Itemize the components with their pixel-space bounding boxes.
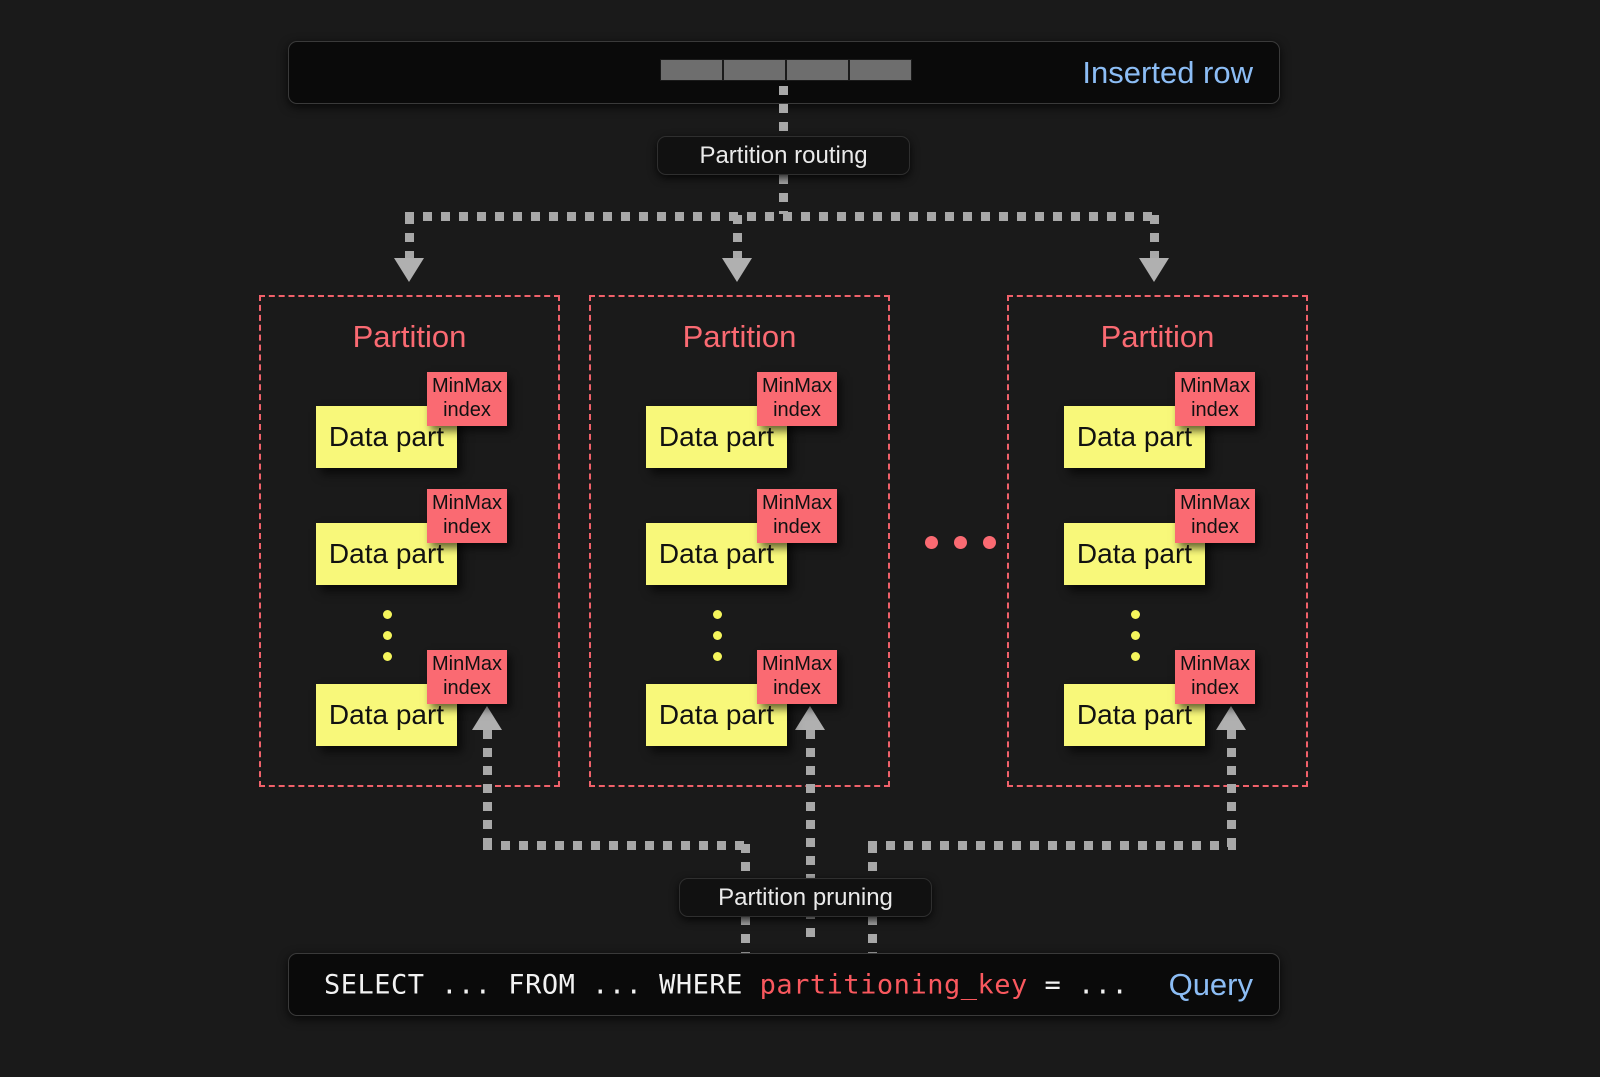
partition-1: Partition MinMax index Data part MinMax … xyxy=(259,295,560,787)
data-part-label: Data part xyxy=(1076,538,1193,569)
minmax-index-box: MinMax index xyxy=(427,650,507,704)
data-part-ellipsis xyxy=(713,610,722,661)
arrow-out-of-partition-3 xyxy=(1216,706,1246,730)
connector-prune-bus-right xyxy=(868,841,1236,850)
connector-prune-bus-left xyxy=(483,841,750,850)
row-cell xyxy=(660,59,723,81)
query-bar: SELECT ... FROM ... WHERE partitioning_k… xyxy=(288,953,1280,1016)
minmax-index-label: MinMax index xyxy=(761,653,832,699)
data-part-box: Data part xyxy=(316,406,457,468)
query-suffix: = ... xyxy=(1027,969,1129,1000)
data-part-label: Data part xyxy=(658,421,775,452)
query-prefix: SELECT ... FROM ... WHERE xyxy=(324,969,760,1000)
data-part-ellipsis xyxy=(1131,610,1140,661)
partition-ellipsis xyxy=(925,536,996,549)
query-label: Query xyxy=(1168,966,1253,1002)
connector-prune-up-1 xyxy=(483,730,492,849)
inserted-row-cells xyxy=(660,59,912,81)
data-part-label: Data part xyxy=(658,538,775,569)
minmax-index-box: MinMax index xyxy=(757,372,837,426)
arrow-into-partition-1 xyxy=(394,258,424,282)
arrow-into-partition-2 xyxy=(722,258,752,282)
partition-title: Partition xyxy=(1100,319,1215,354)
partition-pruning-box: Partition pruning xyxy=(679,878,932,917)
partition-3: Partition MinMax index Data part MinMax … xyxy=(1007,295,1308,787)
data-part-label: Data part xyxy=(328,699,445,730)
partition-routing-label: Partition routing xyxy=(699,141,868,169)
partition-pruning-label: Partition pruning xyxy=(718,883,893,911)
connector-routing-bus xyxy=(405,212,1158,221)
minmax-index-label: MinMax index xyxy=(761,492,832,538)
connector-routing-drop-1 xyxy=(405,215,414,260)
minmax-index-box: MinMax index xyxy=(1175,489,1255,543)
minmax-index-box: MinMax index xyxy=(1175,650,1255,704)
minmax-index-label: MinMax index xyxy=(431,653,502,699)
data-part-label: Data part xyxy=(1076,421,1193,452)
minmax-index-box: MinMax index xyxy=(427,372,507,426)
data-part-label: Data part xyxy=(328,421,445,452)
data-part-ellipsis xyxy=(383,610,392,661)
connector-routing-trunk xyxy=(779,175,788,214)
minmax-index-label: MinMax index xyxy=(431,375,502,421)
minmax-index-label: MinMax index xyxy=(1179,653,1250,699)
minmax-index-label: MinMax index xyxy=(1179,375,1250,421)
connector-prune-up-2 xyxy=(806,730,815,946)
data-part-label: Data part xyxy=(1076,699,1193,730)
connector-prune-up-3 xyxy=(1227,730,1236,849)
connector-routing-drop-2 xyxy=(733,215,742,260)
query-partitioning-key: partitioning_key xyxy=(759,969,1028,1000)
query-text: SELECT ... FROM ... WHERE partitioning_k… xyxy=(324,969,1128,1000)
minmax-index-box: MinMax index xyxy=(757,650,837,704)
partition-title: Partition xyxy=(682,319,797,354)
partition-routing-box: Partition routing xyxy=(657,136,910,175)
minmax-index-box: MinMax index xyxy=(427,489,507,543)
arrow-out-of-partition-2 xyxy=(795,706,825,730)
data-part-label: Data part xyxy=(328,538,445,569)
partition-title: Partition xyxy=(352,319,467,354)
arrow-out-of-partition-1 xyxy=(472,706,502,730)
connector-routing-drop-3 xyxy=(1150,215,1159,260)
minmax-index-label: MinMax index xyxy=(1179,492,1250,538)
arrow-into-partition-3 xyxy=(1139,258,1169,282)
partition-2: Partition MinMax index Data part MinMax … xyxy=(589,295,890,787)
minmax-index-box: MinMax index xyxy=(1175,372,1255,426)
row-cell xyxy=(723,59,786,81)
minmax-index-box: MinMax index xyxy=(757,489,837,543)
row-cell xyxy=(849,59,912,81)
connector-row-to-routing xyxy=(779,86,788,138)
minmax-index-label: MinMax index xyxy=(761,375,832,421)
data-part-label: Data part xyxy=(658,699,775,730)
row-cell xyxy=(786,59,849,81)
minmax-index-label: MinMax index xyxy=(431,492,502,538)
inserted-row-label: Inserted row xyxy=(1082,54,1253,90)
